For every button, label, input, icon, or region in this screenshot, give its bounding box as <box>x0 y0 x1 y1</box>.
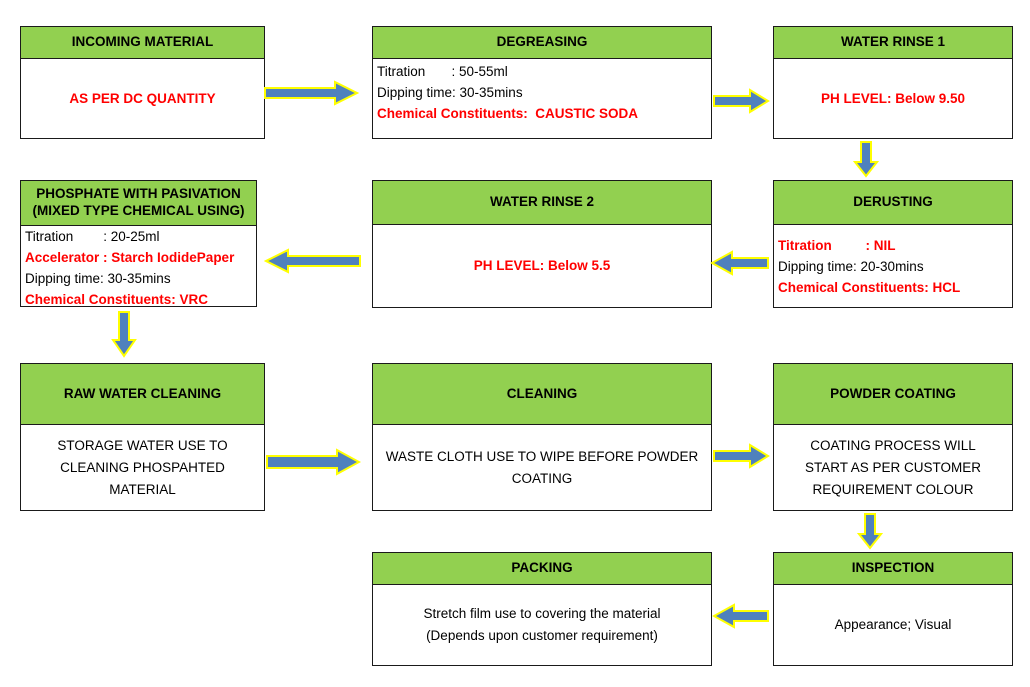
packing-line1: Stretch film use to covering the materia… <box>423 606 661 621</box>
raw-water-cleaning-box: RAW WATER CLEANING STORAGE WATER USE TO … <box>20 363 265 511</box>
derusting-titration: Titration : NIL <box>778 238 896 253</box>
water-rinse-1-box: WATER RINSE 1 PH LEVEL: Below 9.50 <box>773 26 1013 139</box>
incoming-material-body: AS PER DC QUANTITY <box>21 59 264 138</box>
raw-water-line1: STORAGE WATER USE TO <box>57 437 228 453</box>
arrow-right-icon <box>713 88 770 114</box>
arrow-down-icon <box>111 311 137 358</box>
derusting-body: Titration : NIL Dipping time: 20-30mins … <box>774 225 1012 307</box>
packing-body: Stretch film use to covering the materia… <box>373 585 711 665</box>
degreasing-dipping-time: Dipping time: 30-35mins <box>377 85 523 100</box>
arrow-down-icon <box>857 513 883 550</box>
water-rinse-2-header: WATER RINSE 2 <box>373 181 711 225</box>
degreasing-chemical: Chemical Constituents: CAUSTIC SODA <box>377 106 639 121</box>
derusting-box: DERUSTING Titration : NIL Dipping time: … <box>773 180 1013 308</box>
cleaning-box: CLEANING WASTE CLOTH USE TO WIPE BEFORE … <box>372 363 712 511</box>
cleaning-line1: WASTE CLOTH USE TO WIPE BEFORE POWDER <box>385 448 699 464</box>
packing-line2: (Depends upon customer requirement) <box>426 628 658 643</box>
degreasing-titration: Titration : 50-55ml <box>377 64 508 79</box>
raw-water-cleaning-body: STORAGE WATER USE TO CLEANING PHOSPAHTED… <box>21 425 264 510</box>
raw-water-cleaning-header: RAW WATER CLEANING <box>21 364 264 425</box>
cleaning-body: WASTE CLOTH USE TO WIPE BEFORE POWDER CO… <box>373 425 711 510</box>
water-rinse-1-body: PH LEVEL: Below 9.50 <box>774 59 1012 138</box>
packing-header: PACKING <box>373 553 711 585</box>
arrow-right-icon <box>266 448 361 476</box>
water-rinse-1-header: WATER RINSE 1 <box>774 27 1012 59</box>
phosphate-body: Titration : 20-25ml Accelerator : Starch… <box>21 226 256 306</box>
water-rinse-1-text: PH LEVEL: Below 9.50 <box>820 90 966 106</box>
phosphate-accelerator: Accelerator : Starch IodidePaper <box>25 250 235 265</box>
inspection-header: INSPECTION <box>774 553 1012 585</box>
cleaning-line2: COATING <box>511 470 573 486</box>
phosphate-header: PHOSPHATE WITH PASIVATION (MIXED TYPE CH… <box>21 181 256 226</box>
degreasing-header: DEGREASING <box>373 27 711 59</box>
inspection-box: INSPECTION Appearance; Visual <box>773 552 1013 666</box>
water-rinse-2-box: WATER RINSE 2 PH LEVEL: Below 5.5 <box>372 180 712 308</box>
incoming-material-box: INCOMING MATERIAL AS PER DC QUANTITY <box>20 26 265 139</box>
degreasing-box: DEGREASING Titration : 50-55ml Dipping t… <box>372 26 712 139</box>
water-rinse-2-text: PH LEVEL: Below 5.5 <box>473 258 611 274</box>
phosphate-titration: Titration : 20-25ml <box>25 229 160 244</box>
incoming-material-text: AS PER DC QUANTITY <box>69 90 216 106</box>
inspection-body: Appearance; Visual <box>774 585 1012 665</box>
cleaning-header: CLEANING <box>373 364 711 425</box>
phosphate-chemical: Chemical Constituents: VRC <box>25 292 209 306</box>
raw-water-line3: MATERIAL <box>109 481 176 497</box>
powder-coating-box: POWDER COATING COATING PROCESS WILL STAR… <box>773 363 1013 511</box>
powder-coating-line2: START AS PER CUSTOMER <box>804 459 982 475</box>
derusting-dipping-time: Dipping time: 20-30mins <box>778 259 924 274</box>
derusting-header: DERUSTING <box>774 181 1012 225</box>
arrow-left-icon <box>712 603 769 629</box>
phosphate-header-line2: (MIXED TYPE CHEMICAL USING) <box>32 203 245 218</box>
packing-box: PACKING Stretch film use to covering the… <box>372 552 712 666</box>
phosphate-dipping-time: Dipping time: 30-35mins <box>25 271 171 286</box>
phosphate-header-line1: PHOSPHATE WITH PASIVATION <box>36 186 241 202</box>
phosphate-box: PHOSPHATE WITH PASIVATION (MIXED TYPE CH… <box>20 180 257 307</box>
raw-water-line2: CLEANING PHOSPAHTED <box>60 459 225 475</box>
arrow-left-icon <box>264 248 361 274</box>
water-rinse-2-body: PH LEVEL: Below 5.5 <box>373 225 711 307</box>
arrow-right-icon <box>713 443 770 469</box>
powder-coating-line3: REQUIREMENT COLOUR <box>812 481 974 497</box>
incoming-material-header: INCOMING MATERIAL <box>21 27 264 59</box>
degreasing-body: Titration : 50-55ml Dipping time: 30-35m… <box>373 59 711 138</box>
powder-coating-line1: COATING PROCESS WILL <box>810 437 976 453</box>
arrow-right-icon <box>264 80 359 106</box>
arrow-left-icon <box>710 250 769 276</box>
powder-coating-header: POWDER COATING <box>774 364 1012 425</box>
arrow-down-icon <box>853 141 879 178</box>
derusting-chemical: Chemical Constituents: HCL <box>778 280 961 295</box>
inspection-text: Appearance; Visual <box>834 617 952 633</box>
powder-coating-body: COATING PROCESS WILL START AS PER CUSTOM… <box>774 425 1012 510</box>
